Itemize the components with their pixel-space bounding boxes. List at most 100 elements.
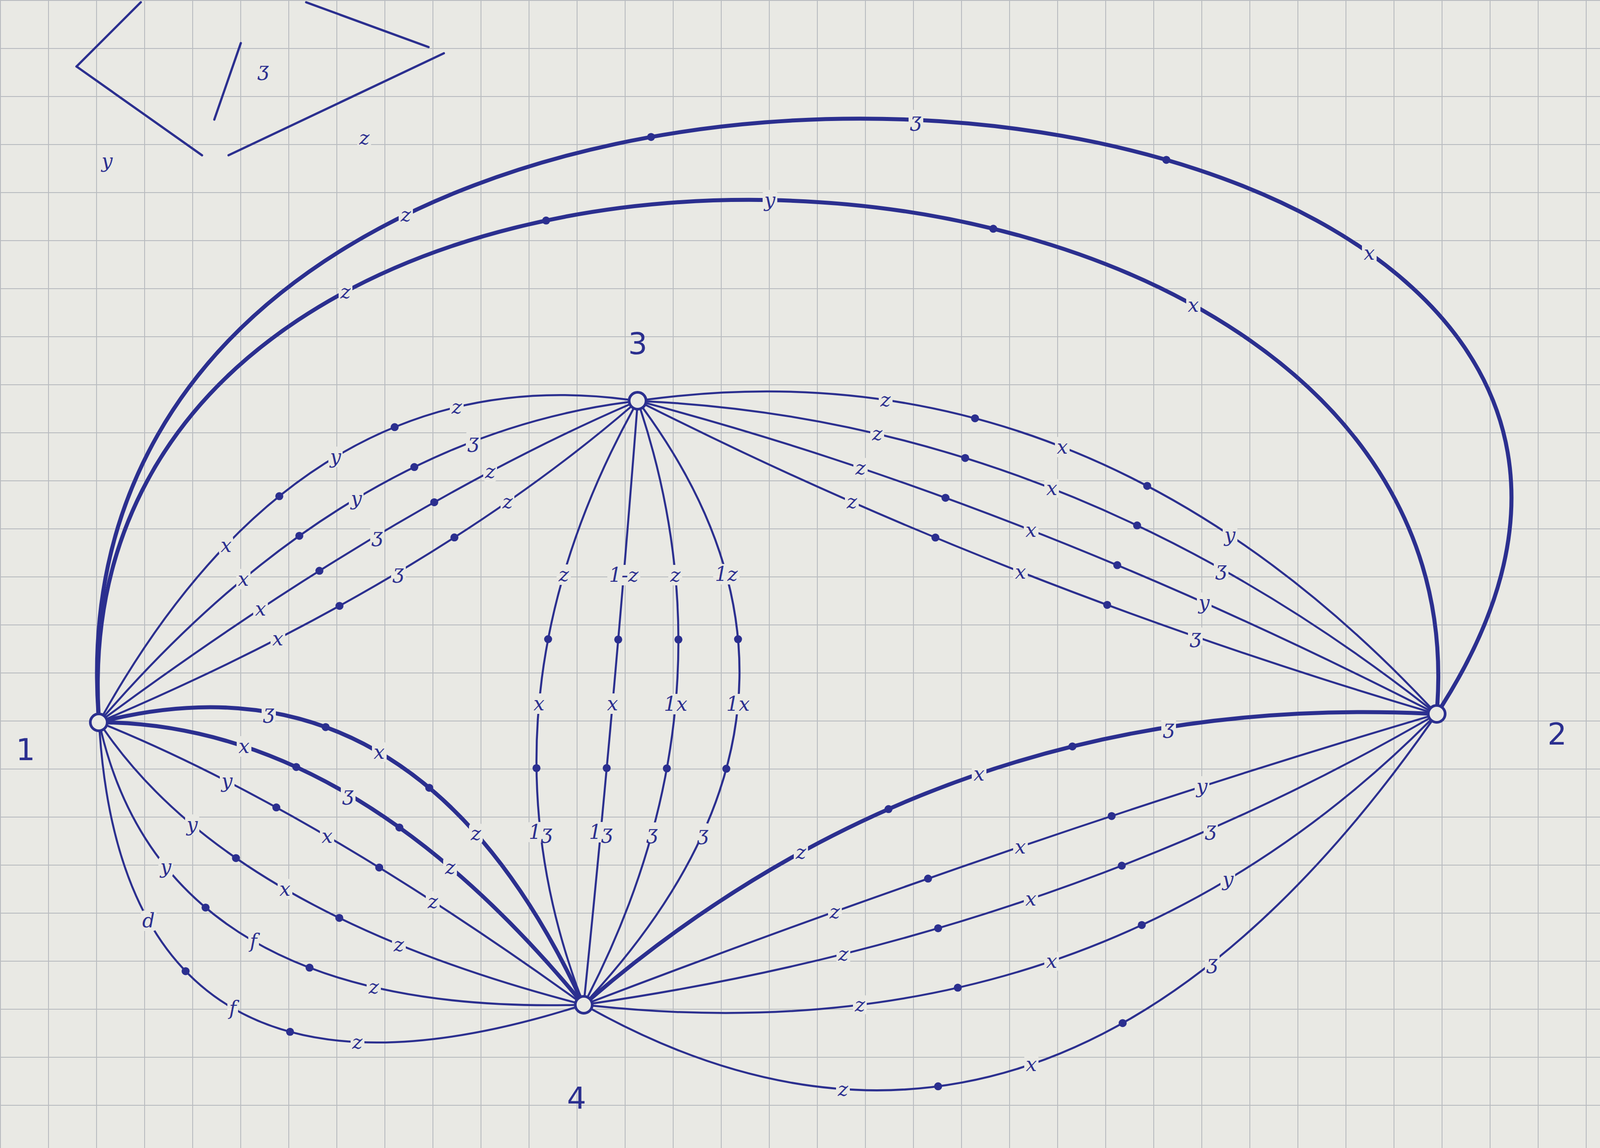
edge-dot (602, 764, 611, 773)
graph-edge (536, 409, 634, 997)
edge-dot (1162, 155, 1171, 164)
edge-dot (430, 498, 439, 507)
vertex-circle: 2 (1426, 704, 1447, 724)
edge-dot (1137, 921, 1146, 930)
segment-letter: z (391, 934, 406, 956)
sketch-line (76, 66, 203, 156)
segment-letter: z (668, 565, 683, 586)
segment-letter: x (270, 628, 286, 650)
segment-letter: x (1023, 888, 1039, 910)
edge-dot (390, 423, 399, 432)
edge-dot (315, 566, 324, 575)
segment-letter: z (793, 842, 808, 863)
segment-letter: z (357, 127, 372, 149)
segment-letter: x (218, 535, 234, 556)
segment-letter: z (500, 491, 515, 513)
edge-dot (544, 635, 553, 644)
segment-letter: ʒ (391, 561, 406, 583)
vertex-number: 3 (628, 328, 648, 360)
segment-letter: y (1194, 776, 1210, 797)
edge-dot (646, 133, 655, 142)
segment-letter: z (443, 857, 457, 878)
segment-letter: 1z (713, 564, 740, 585)
segment-letter: 1ʒ (587, 822, 615, 843)
segment-letter: z (483, 461, 497, 482)
graph-edge (101, 731, 574, 1006)
segment-letter: z (449, 396, 464, 418)
segment-letter: ʒ (1203, 819, 1219, 840)
segment-letter: x (236, 736, 252, 757)
graph-edge (646, 405, 1428, 712)
graph-edge (97, 199, 1439, 713)
segment-letter: y (348, 488, 364, 510)
segment-letter: ʒ (644, 822, 660, 844)
edge-dot (321, 723, 330, 732)
segment-letter: x (971, 763, 987, 785)
sketch-line (76, 2, 141, 67)
graph-edge (108, 722, 578, 998)
segment-letter: y (158, 856, 174, 878)
segment-letter: y (328, 446, 344, 468)
edge-dot (1143, 481, 1152, 490)
edge-dot (1068, 742, 1077, 751)
edge-dot (292, 763, 301, 772)
edge-dot (674, 635, 683, 644)
segment-letter: x (1054, 436, 1070, 458)
segment-letter: y (762, 189, 778, 211)
edge-dot (614, 635, 623, 644)
sketch-line (214, 43, 242, 120)
vertex-circle: 3 (627, 391, 648, 411)
segment-letter: ʒ (255, 59, 271, 80)
segment-letter: x (1361, 242, 1377, 264)
edge-dot (933, 924, 942, 933)
edge-dot (286, 1028, 295, 1037)
segment-letter: ʒ (465, 431, 481, 452)
edge-dot (1113, 561, 1122, 570)
segment-letter: 1x (724, 694, 752, 715)
edge-dot (335, 914, 344, 923)
segment-letter: x (371, 742, 387, 763)
segment-letter: y (1196, 592, 1212, 614)
edge-dot (989, 224, 998, 233)
segment-letter: x (1013, 836, 1028, 858)
segment-letter: y (1220, 869, 1236, 890)
segment-letter: ʒ (1187, 626, 1203, 647)
graph-edge (647, 401, 1429, 708)
vertex-circle: 4 (573, 995, 594, 1015)
segment-letter: ʒ (1161, 717, 1176, 738)
segment-letter: x (1013, 561, 1028, 583)
segment-letter: z (836, 944, 851, 965)
graph-edge (105, 402, 629, 716)
graph-edge (584, 410, 638, 996)
segment-letter: d (140, 910, 157, 932)
edge-dot (1117, 861, 1126, 870)
graph-edge (593, 719, 1429, 1004)
edge-dot (410, 463, 419, 472)
graph-edge (104, 730, 575, 1003)
edge-dot (425, 783, 434, 792)
edge-dot (662, 764, 671, 773)
segment-letter: ʒ (695, 823, 711, 845)
segment-letter: x (1044, 478, 1059, 499)
edge-dot (970, 414, 979, 423)
edge-dot (272, 803, 281, 812)
segment-letter: y (99, 150, 115, 172)
segment-letter: x (1186, 294, 1201, 316)
edge-dot (450, 533, 459, 542)
segment-letter: x (319, 826, 335, 847)
edge-dot (961, 454, 970, 463)
segment-letter: ʒ (340, 783, 356, 805)
vertex-number: 4 (566, 1083, 586, 1115)
graph-edge (106, 404, 629, 717)
graph-edge (108, 726, 576, 1000)
graph-edge (593, 721, 1431, 1014)
segment-letter: z (870, 423, 885, 445)
segment-letter: z (828, 901, 842, 923)
edge-dot (375, 863, 384, 872)
graph-edge (103, 395, 628, 714)
graph-edge (590, 408, 740, 998)
vertex-number: 1 (16, 735, 36, 766)
vertex-circle: 1 (88, 712, 109, 733)
segment-letter: ʒ (261, 702, 277, 723)
